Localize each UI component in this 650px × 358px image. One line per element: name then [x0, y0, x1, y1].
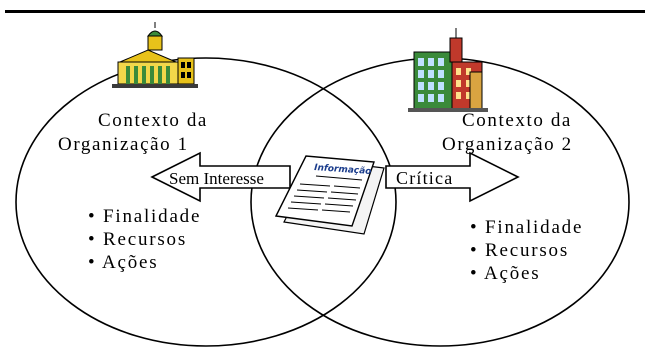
top-rule — [5, 10, 645, 13]
left-context-circle — [15, 57, 397, 347]
left-context-title-line1: Contexto da — [98, 110, 208, 131]
right-attributes-list: • Finalidade • Recursos • Ações — [470, 217, 583, 284]
left-attributes-list: • Finalidade • Recursos • Ações — [88, 206, 201, 273]
right-context-title-line2: Organização 2 — [442, 134, 573, 155]
left-arrow — [150, 151, 291, 203]
government-building-icon — [112, 22, 198, 88]
right-context-title-line1: Contexto da — [462, 110, 572, 131]
right-arrow-label: Crítica — [396, 168, 453, 188]
right-list-item-finalidade: • Finalidade — [470, 217, 583, 238]
left-list-item-recursos: • Recursos — [88, 229, 187, 250]
city-buildings-icon — [408, 28, 488, 112]
left-list-item-acoes: • Ações — [88, 252, 158, 273]
right-arrow — [385, 151, 520, 203]
right-list-item-acoes: • Ações — [470, 263, 540, 284]
right-list-item-recursos: • Recursos — [470, 240, 569, 261]
newspaper-icon: Informação — [274, 155, 385, 235]
newspaper-title: Informação — [314, 163, 372, 177]
left-arrow-label: Sem Interesse — [169, 169, 264, 188]
left-list-item-finalidade: • Finalidade — [88, 206, 201, 227]
left-context-title-line2: Organização 1 — [58, 134, 189, 155]
